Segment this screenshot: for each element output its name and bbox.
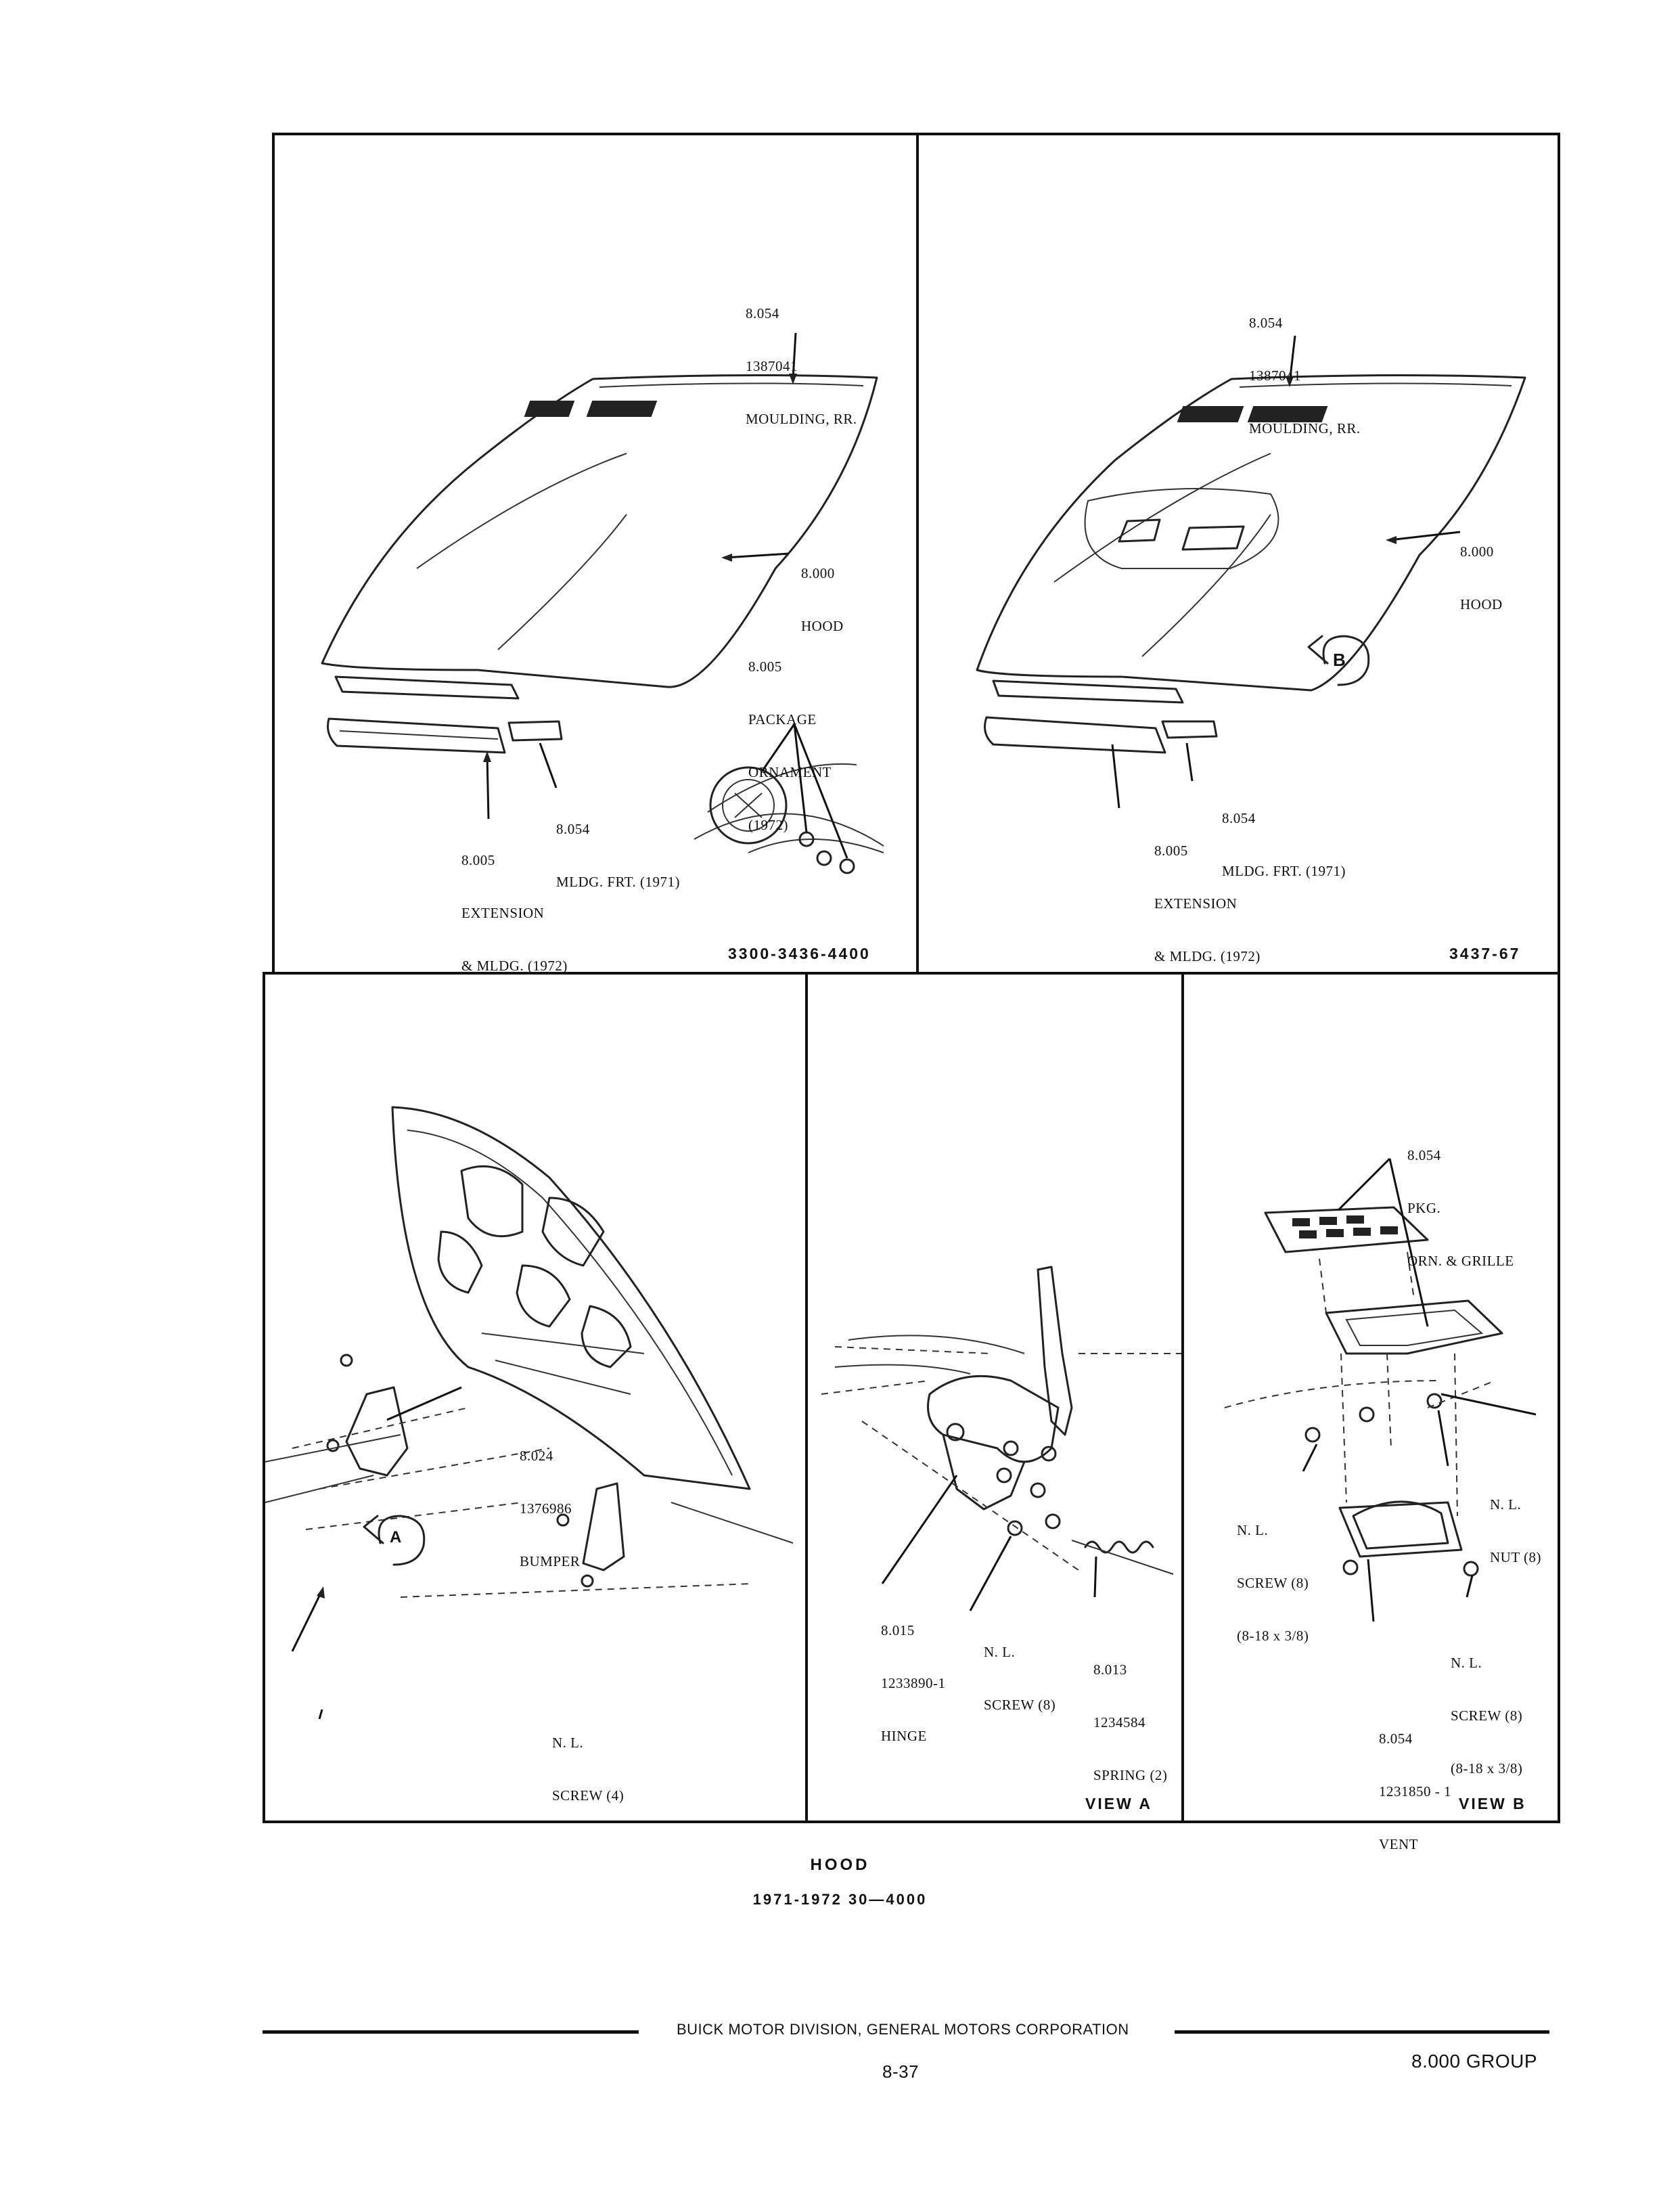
panel-code: 3437-67	[1449, 945, 1521, 962]
footer-rule-left	[263, 2030, 639, 2034]
callout-hinge: 8.015 1233890-1 HINGE	[881, 1622, 946, 1744]
panel-code: 3300-3436-4400	[728, 945, 871, 962]
figure-title: HOOD	[810, 1856, 870, 1874]
hood-underside-illustration	[265, 1106, 794, 1720]
callout-screw: N. L. SCREW (4)	[552, 1735, 625, 1804]
hood-illustration	[976, 335, 1526, 809]
callout-mldg-frt: 8.054 MLDG. FRT. (1971)	[1222, 810, 1346, 879]
page-number: 8-37	[882, 2061, 920, 2082]
panel-code: VIEW A	[1085, 1795, 1152, 1812]
view-b-marker: B	[1333, 650, 1346, 670]
callout-vent: 8.054 1231850 - 1 VENT	[1379, 1730, 1451, 1852]
callout-extension: 8.005 EXTENSION & MLDG. (1972)	[461, 852, 568, 974]
bottom-divider-1	[805, 972, 808, 1823]
callout-package-ornament: 8.005 PACKAGE ORNAMENT (1972)	[748, 658, 832, 833]
hinge-illustration	[821, 1266, 1181, 1611]
panel-view-b-vent: 8.054 PKG. ORN. & GRILLE N. L. NUT (8) N…	[1184, 975, 1558, 1852]
panel-hood-1971: 8.054 1387041 MOULDING, RR. 8.000 HOOD 8…	[275, 135, 916, 974]
callout-extension: 8.005 EXTENSION & MLDG. (1972)	[1154, 843, 1261, 964]
group-label: 8.000 GROUP	[1411, 2051, 1538, 2072]
callout-hood: 8.000 HOOD	[801, 565, 844, 634]
callout-spring: 8.013 1234584 SPRING (2)	[1093, 1661, 1168, 1783]
view-a-marker: A	[390, 1528, 402, 1546]
footer-rule-right	[1175, 2030, 1549, 2034]
hood-illustration	[321, 332, 884, 874]
callout-bumper: 8.024 1376986 BUMPER	[520, 1448, 581, 1569]
footer-company: BUICK MOTOR DIVISION, GENERAL MOTORS COR…	[677, 2021, 1129, 2038]
panel-view-a-hinge: 8.015 1233890-1 HINGE N. L. SCREW (8) 8.…	[808, 975, 1181, 1821]
panel-hood-1972: 8.054 1387041 MOULDING, RR. 8.000 HOOD B…	[919, 135, 1558, 972]
callout-nut: N. L. NUT (8)	[1490, 1496, 1542, 1565]
callout-mldg-frt: 8.054 MLDG. FRT. (1971)	[556, 821, 681, 890]
callout-moulding-rr: 8.054 1387041 MOULDING, RR.	[1249, 315, 1361, 437]
figure-subtitle: 1971-1972 30—4000	[752, 1891, 928, 1908]
vent-illustration	[1224, 1157, 1537, 1622]
panel-code: VIEW B	[1459, 1795, 1526, 1812]
callout-screw-right: N. L. SCREW (8) (8-18 x 3/8)	[1451, 1655, 1523, 1777]
callout-moulding-rr: 8.054 1387041 MOULDING, RR.	[746, 305, 857, 427]
callout-hood: 8.000 HOOD	[1460, 543, 1503, 612]
callout-ornament-grille: 8.054 PKG. ORN. & GRILLE	[1407, 1147, 1514, 1269]
bottom-divider-2	[1181, 972, 1184, 1823]
top-divider	[916, 133, 919, 975]
callout-screw: N. L. SCREW (8)	[984, 1644, 1056, 1713]
callout-screw-left: N. L. SCREW (8) (8-18 x 3/8)	[1237, 1522, 1309, 1644]
bottom-figure-frame	[263, 972, 1560, 1823]
panel-hood-underside: 8.024 1376986 BUMPER A N. L. SCREW (4)	[265, 975, 805, 1821]
